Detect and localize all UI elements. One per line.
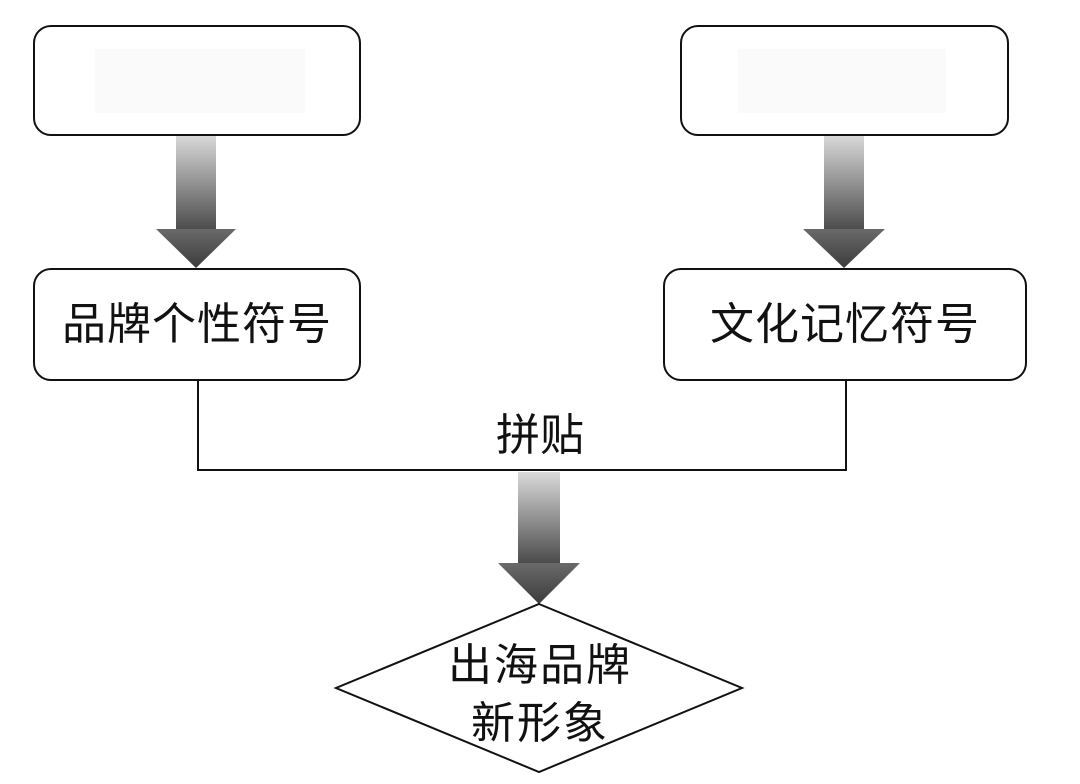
right-down-arrow — [803, 135, 885, 268]
result-diamond — [333, 602, 745, 774]
left-down-arrow — [156, 135, 236, 268]
brand-personality-node: 品牌个性符号 — [33, 268, 361, 381]
center-down-arrow — [498, 472, 580, 604]
cultural-memory-label: 文化记忆符号 — [710, 298, 980, 350]
join-connector — [197, 381, 847, 471]
result-line-2: 新形象 — [471, 698, 609, 749]
cultural-memory-node: 文化记忆符号 — [663, 268, 1027, 381]
collage-label: 拼贴 — [496, 410, 584, 461]
result-line-1: 出海品牌 — [448, 640, 632, 691]
top-left-box — [33, 25, 361, 136]
brand-personality-label: 品牌个性符号 — [62, 298, 332, 350]
top-right-box — [680, 25, 1009, 136]
top-left-box-blank — [95, 49, 305, 113]
top-right-box-blank — [738, 49, 946, 113]
